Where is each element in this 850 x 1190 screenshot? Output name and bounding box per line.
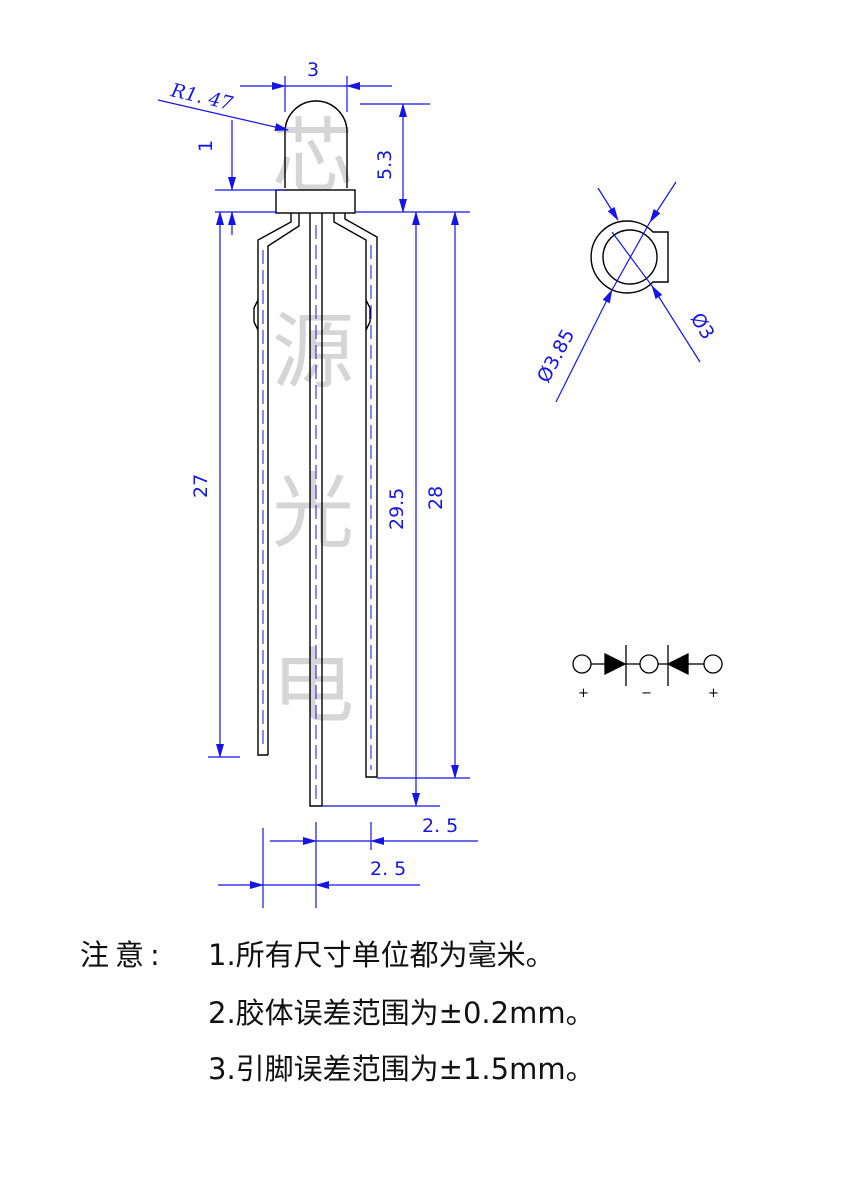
dim-top-width: 3 xyxy=(307,59,319,81)
left-lead-outer xyxy=(257,213,292,756)
pin-left-sign: + xyxy=(578,686,589,701)
left-lead-inner xyxy=(267,213,300,755)
right-lead-kink xyxy=(365,299,371,331)
note-1: 1.所有尺寸单位都为毫米。 xyxy=(208,938,555,972)
circuit-symbol xyxy=(572,645,723,686)
watermark-char-4: 电 xyxy=(272,640,354,735)
dim-pitch-2: 2. 5 xyxy=(370,858,406,880)
lead-hidden-lines xyxy=(262,225,372,800)
watermark: 芯 源 光 电 xyxy=(272,110,354,735)
dim-flange-dia: Ø3.85 xyxy=(533,325,579,386)
dimension-lines xyxy=(157,76,478,908)
dim-tip-offset: 1 xyxy=(195,140,217,152)
led-side-view xyxy=(253,100,378,807)
led-top-view: Ø3.85 Ø3 xyxy=(533,181,719,403)
dim-short-lead: 27 xyxy=(190,474,212,498)
watermark-char-3: 光 xyxy=(272,465,354,560)
right-lead xyxy=(333,213,378,778)
dim-body-height: 5.3 xyxy=(374,150,396,180)
left-lead-kink xyxy=(253,299,259,331)
middle-lead xyxy=(309,213,323,807)
dim-pitch-1: 2. 5 xyxy=(422,815,458,837)
dim-long-lead: 28 xyxy=(425,486,447,510)
led-dome xyxy=(284,100,348,188)
pin-right-sign: + xyxy=(708,686,719,701)
note-3: 3.引脚误差范围为±1.5mm。 xyxy=(208,1052,595,1086)
dim-middle-lead: 29.5 xyxy=(386,488,408,530)
dim-body-dia: Ø3 xyxy=(686,309,719,344)
pin-mid-sign: − xyxy=(641,686,652,701)
led-flange xyxy=(275,189,356,214)
note-2: 2.胶体误差范围为±0.2mm。 xyxy=(208,996,595,1030)
notes-label: 注意: xyxy=(80,938,166,972)
watermark-char-2: 源 xyxy=(272,305,354,400)
